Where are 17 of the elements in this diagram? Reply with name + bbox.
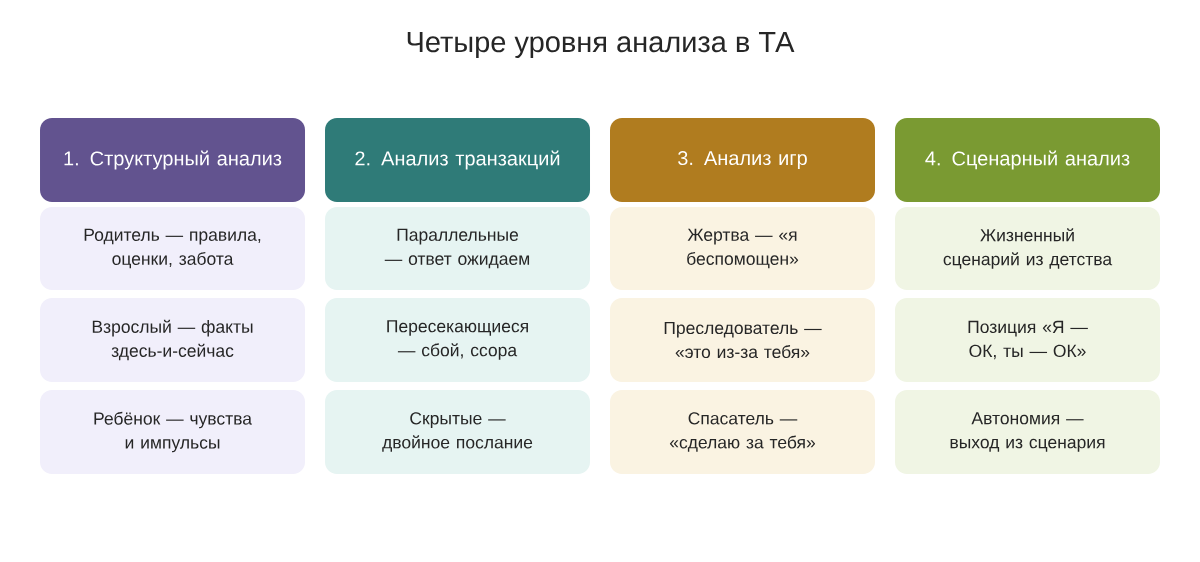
cell-box: Ребёнок — чувства и импульсы xyxy=(40,390,305,474)
title: Четыре уровня анализа в ТА xyxy=(407,32,795,58)
cell-box: Преследователь — «это из-за тебя» xyxy=(610,298,875,382)
cell-box: Взрослый — факты здесь-и-сейчас xyxy=(40,298,305,382)
header-box: 2. Анализ транзакций xyxy=(325,118,590,202)
cell-box: Скрытые — двойное послание xyxy=(325,390,590,474)
cell-box: Автономия — выход из сценария xyxy=(895,390,1160,474)
header-box: 3. Анализ игр xyxy=(610,118,875,202)
header-box: 1. Структурный анализ xyxy=(40,118,305,202)
cell-box: Пересекающиеся — сбой, ссора xyxy=(325,298,590,382)
header-box: 4. Сценарный анализ xyxy=(895,118,1160,202)
cell-box: Жизненный сценарий из детства xyxy=(895,207,1160,290)
cell-box: Параллельные — ответ ожидаем xyxy=(325,207,590,290)
cell-box: Позиция «Я — ОК, ты — ОК» xyxy=(895,298,1160,382)
cell-box: Родитель — правила, оценки, забота xyxy=(40,207,305,290)
cell-box: Спасатель — «сделаю за тебя» xyxy=(610,390,875,474)
cell-box: Жертва — «я беспомощен» xyxy=(610,207,875,290)
